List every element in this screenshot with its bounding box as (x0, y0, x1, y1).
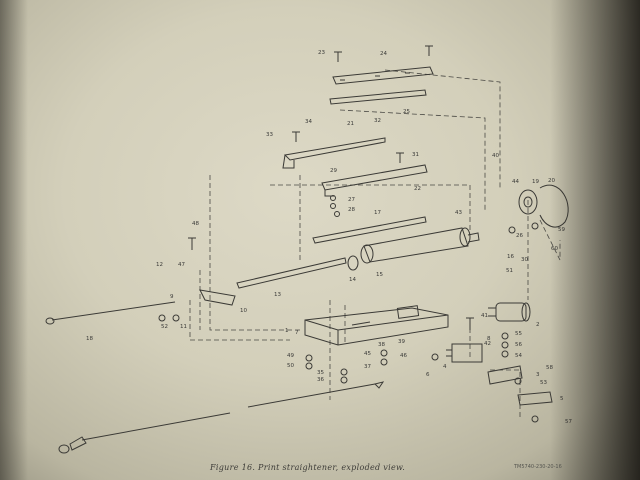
callout: 37 (364, 364, 371, 370)
callout: 30 (521, 257, 528, 263)
rod-17 (312, 216, 427, 244)
bracket-3 (487, 365, 523, 385)
callout: 13 (274, 292, 281, 298)
callout: 6 (426, 372, 430, 378)
pulley-19 (518, 189, 538, 215)
callout: 47 (178, 262, 185, 268)
callout: 3 (536, 372, 540, 378)
callout: 54 (515, 353, 522, 359)
callout: 32 (374, 118, 381, 124)
callout: 21 (347, 121, 354, 127)
callout-labels: 1 2 3 4 5 6 7 8 9 10 11 12 13 14 15 16 1… (86, 50, 572, 425)
plate-number: TM5740-230-20-16 (514, 464, 562, 470)
figure-caption: Figure 16. Print straightener, exploded … (210, 463, 406, 472)
callout: 25 (403, 109, 410, 115)
drive-rod-1 (247, 381, 385, 408)
callout: 12 (156, 262, 163, 268)
callout: 26 (516, 233, 523, 239)
motor-2 (488, 302, 531, 322)
callout: 35 (317, 370, 324, 376)
callout: 11 (180, 324, 187, 330)
callout: 4 (443, 364, 447, 370)
callout: 27 (348, 197, 355, 203)
callout: 16 (507, 254, 514, 260)
callout: 34 (305, 119, 312, 125)
callout: 50 (287, 363, 294, 369)
page-edge-shadow-right (550, 0, 640, 480)
base-plate-7 (304, 305, 449, 346)
callout: 40 (492, 153, 499, 159)
callout: 22 (414, 186, 421, 192)
callout: 2 (536, 322, 540, 328)
callout: 53 (540, 380, 547, 386)
channel-21 (282, 137, 386, 169)
callout: 44 (512, 179, 519, 185)
callout: 24 (380, 51, 387, 57)
callout: 55 (515, 331, 522, 337)
callout: 43 (455, 210, 462, 216)
callout: 52 (161, 324, 168, 330)
assembly-lines (189, 69, 561, 420)
callout: 23 (318, 50, 325, 56)
callout: 17 (374, 210, 381, 216)
callout: 46 (400, 353, 407, 359)
callout: 33 (266, 132, 273, 138)
callout: 41 (481, 313, 488, 319)
callout: 31 (412, 152, 419, 158)
callout: 7 (295, 330, 299, 336)
plate-24 (332, 66, 434, 85)
callout: 38 (378, 342, 385, 348)
bracket-10 (199, 289, 236, 306)
callout: 18 (86, 336, 93, 342)
callout: 51 (506, 268, 513, 274)
switch-block-4 (446, 343, 483, 363)
callout: 19 (532, 179, 539, 185)
callout: 29 (330, 168, 337, 174)
pin-18 (45, 301, 176, 325)
callout: 48 (192, 221, 199, 227)
page-edge-shadow-left (0, 0, 28, 480)
callout: 39 (398, 339, 405, 345)
callout: 56 (515, 342, 522, 348)
callout: 9 (170, 294, 174, 300)
callout: 10 (240, 308, 247, 314)
callout: 58 (546, 365, 553, 371)
callout: 42 (484, 341, 491, 347)
callout: 45 (364, 351, 371, 357)
channel-22 (321, 164, 428, 197)
hardware-screws (158, 45, 539, 423)
rod-13 (236, 257, 347, 289)
rod-bottom (58, 412, 231, 454)
roller-15 (360, 227, 480, 264)
callout: 36 (317, 377, 324, 383)
callout: 28 (348, 207, 355, 213)
callout: 14 (349, 277, 356, 283)
callout: 1 (285, 328, 289, 334)
strip-25 (329, 89, 427, 105)
spacer-14 (347, 255, 359, 271)
callout: 8 (487, 336, 491, 342)
callout: 49 (287, 353, 294, 359)
callout: 15 (376, 272, 383, 278)
plate-5 (517, 391, 553, 406)
